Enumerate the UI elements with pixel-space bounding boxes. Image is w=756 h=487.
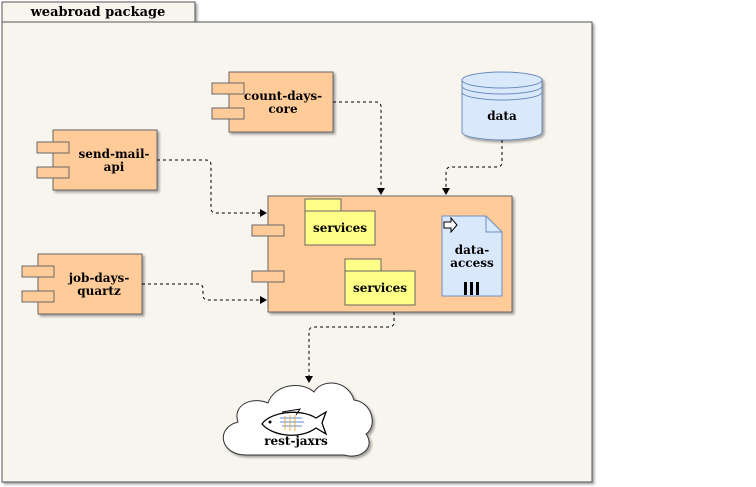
package-label: weabroad package <box>30 5 166 20</box>
component-count-days-core[interactable]: count-days- core <box>211 71 334 133</box>
arrow-right-icon <box>443 216 458 234</box>
database-data[interactable]: data <box>461 71 543 141</box>
artifact-label-line-2: access <box>450 256 494 270</box>
bars-icon <box>464 282 479 295</box>
component-label-line-2: api <box>104 160 125 174</box>
folder-label: services <box>313 221 367 235</box>
folder-services-1[interactable]: services <box>304 198 376 246</box>
cloud-rest-jaxrs[interactable]: rest-jaxrs <box>222 382 373 457</box>
component-label-line-2: core <box>268 102 298 116</box>
artifact-label-line-1: data- <box>455 243 489 257</box>
artifact-data-access[interactable]: data- access <box>441 215 503 297</box>
glassfish-logo <box>261 408 328 436</box>
component-label-line-1: count-days- <box>244 89 322 103</box>
database-label: data <box>487 109 517 123</box>
edge-job-days-quartz-to-main <box>142 283 267 304</box>
edge-send-mail-api-to-main <box>157 159 267 217</box>
component-label-line-1: send-mail- <box>78 147 149 161</box>
edge-count-days-core-to-main <box>333 101 385 195</box>
component-label-line-2: quartz <box>77 284 121 298</box>
component-main[interactable]: services services data- access <box>251 195 513 313</box>
edge-main-to-rest-jaxrs <box>305 312 395 383</box>
component-job-days-quartz[interactable]: job-days- quartz <box>21 253 143 315</box>
folder-services-2[interactable]: services <box>344 258 416 306</box>
component-send-mail-api[interactable]: send-mail- api <box>36 129 158 191</box>
component-label-line-1: job-days- <box>68 271 130 285</box>
cloud-label: rest-jaxrs <box>264 434 328 448</box>
folder-label: services <box>353 281 407 295</box>
